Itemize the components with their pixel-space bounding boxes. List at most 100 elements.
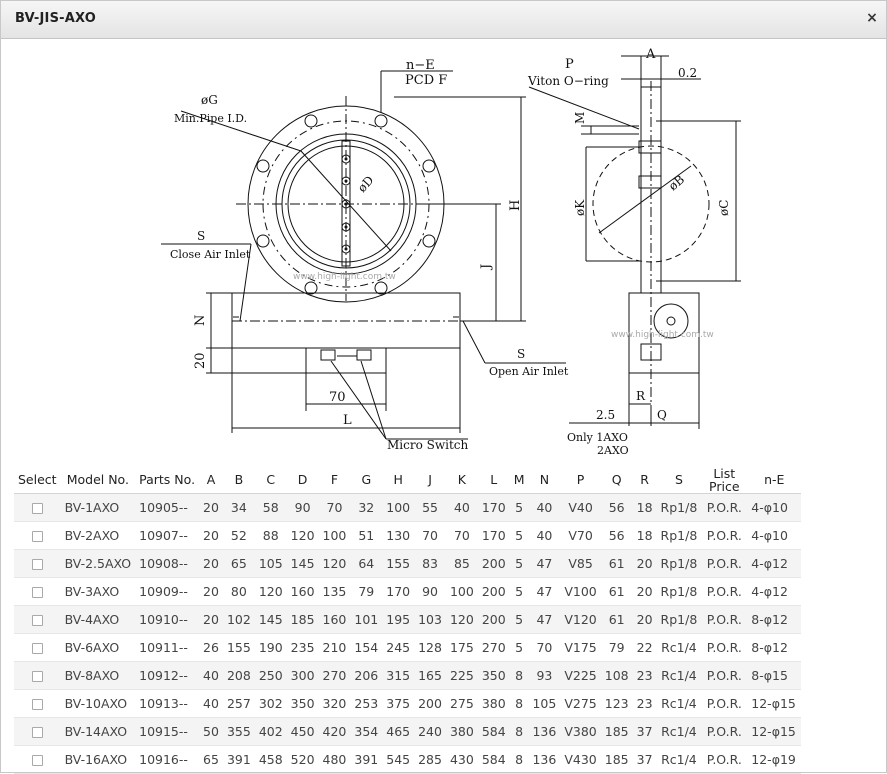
select-checkbox[interactable] (31, 503, 43, 514)
table-cell: 10908-- (135, 549, 200, 578)
table-cell: 40 (528, 521, 561, 550)
table-cell: 350 (286, 689, 319, 718)
technical-drawing: n−E PCD F øG Min.Pipe I.D. S Close Air I… (161, 47, 741, 457)
table-cell: 315 (382, 661, 415, 690)
table-cell: 185 (600, 745, 633, 774)
label-phik: øK (573, 199, 587, 216)
table-cell: 170 (477, 493, 510, 522)
label-open-air: Open Air Inlet (489, 365, 569, 378)
column-header: L (477, 466, 510, 494)
column-header: C (254, 466, 287, 494)
table-cell: 61 (600, 577, 633, 606)
table-cell: 12-φ15 (747, 689, 802, 718)
table-cell: 200 (477, 605, 510, 634)
table-cell: 185 (600, 717, 633, 746)
select-checkbox[interactable] (31, 615, 43, 626)
table-cell: Rc1/4 (656, 633, 702, 662)
table-cell: Rp1/8 (656, 577, 702, 606)
table-cell: V85 (560, 549, 601, 578)
table-cell: 51 (350, 521, 383, 550)
table-cell: P.O.R. (701, 745, 748, 774)
table-cell: 120 (318, 549, 351, 578)
table-cell: 5 (509, 605, 529, 634)
column-header: J (414, 466, 446, 494)
table-cell: 18 (632, 521, 657, 550)
table-cell: 155 (382, 549, 415, 578)
table-cell: 170 (477, 521, 510, 550)
table-cell: 20 (199, 605, 223, 634)
table-cell: V100 (560, 577, 601, 606)
table-cell: 195 (382, 605, 415, 634)
title-bar[interactable]: BV-JIS-AXO × (1, 1, 886, 39)
table-cell: 354 (350, 717, 383, 746)
table-cell: 10909-- (135, 577, 200, 606)
table-cell: 47 (528, 549, 561, 578)
column-header: M (509, 466, 529, 494)
table-cell: 47 (528, 605, 561, 634)
table-cell: 465 (382, 717, 415, 746)
select-checkbox[interactable] (31, 587, 43, 598)
table-cell: 61 (600, 549, 633, 578)
table-cell: P.O.R. (701, 661, 748, 690)
table-cell: 102 (222, 605, 255, 634)
table-cell: 4-φ10 (747, 493, 802, 522)
select-checkbox[interactable] (31, 699, 43, 710)
table-cell: 120 (445, 605, 478, 634)
select-checkbox[interactable] (31, 727, 43, 738)
table-cell: 208 (222, 661, 255, 690)
select-checkbox[interactable] (31, 643, 43, 654)
close-icon[interactable]: × (866, 10, 878, 26)
column-header: B (222, 466, 255, 494)
table-cell: 120 (254, 577, 287, 606)
table-cell: 402 (254, 717, 287, 746)
table-cell: 225 (445, 661, 478, 690)
label-20: 20 (193, 352, 208, 369)
table-cell: 100 (382, 493, 415, 522)
label-g: øG (201, 93, 218, 107)
table-cell: 450 (286, 717, 319, 746)
table-cell: 8 (509, 689, 529, 718)
table-cell: 210 (318, 633, 351, 662)
table-cell: 22 (632, 633, 657, 662)
table-cell: V430 (560, 745, 601, 774)
table-cell: 40 (445, 493, 478, 522)
table-cell: 26 (199, 633, 223, 662)
select-checkbox[interactable] (31, 559, 43, 570)
table-cell: P.O.R. (701, 577, 748, 606)
table-cell: 245 (382, 633, 415, 662)
table-cell: 4-φ12 (747, 549, 802, 578)
table-cell: P.O.R. (701, 717, 748, 746)
label-only1: Only 1AXO (567, 431, 628, 444)
table-cell: BV-4AXO (60, 605, 136, 634)
table-cell: 391 (222, 745, 255, 774)
label-70: 70 (329, 390, 346, 405)
table-cell: 70 (318, 493, 351, 522)
table-cell: 520 (286, 745, 319, 774)
table-cell: 430 (445, 745, 478, 774)
label-25: 2.5 (596, 408, 615, 422)
table-cell: 8 (509, 745, 529, 774)
table-cell: 257 (222, 689, 255, 718)
select-checkbox[interactable] (31, 671, 43, 682)
column-header: A (199, 466, 223, 494)
table-cell: BV-14AXO (60, 717, 136, 746)
label-minpipe: Min.Pipe I.D. (174, 112, 247, 125)
column-header: S (656, 466, 702, 494)
table-cell: P.O.R. (701, 633, 748, 662)
table-cell: BV-2.5AXO (60, 549, 136, 578)
table-cell: 93 (528, 661, 561, 690)
table-cell: 10915-- (135, 717, 200, 746)
table-cell: 206 (350, 661, 383, 690)
column-header: R (632, 466, 657, 494)
select-checkbox[interactable] (31, 531, 43, 542)
select-cell (14, 521, 61, 550)
column-header: Select (14, 466, 61, 494)
table-cell: 5 (509, 577, 529, 606)
table-cell: 40 (199, 689, 223, 718)
select-checkbox[interactable] (31, 755, 43, 766)
table-cell: 458 (254, 745, 287, 774)
